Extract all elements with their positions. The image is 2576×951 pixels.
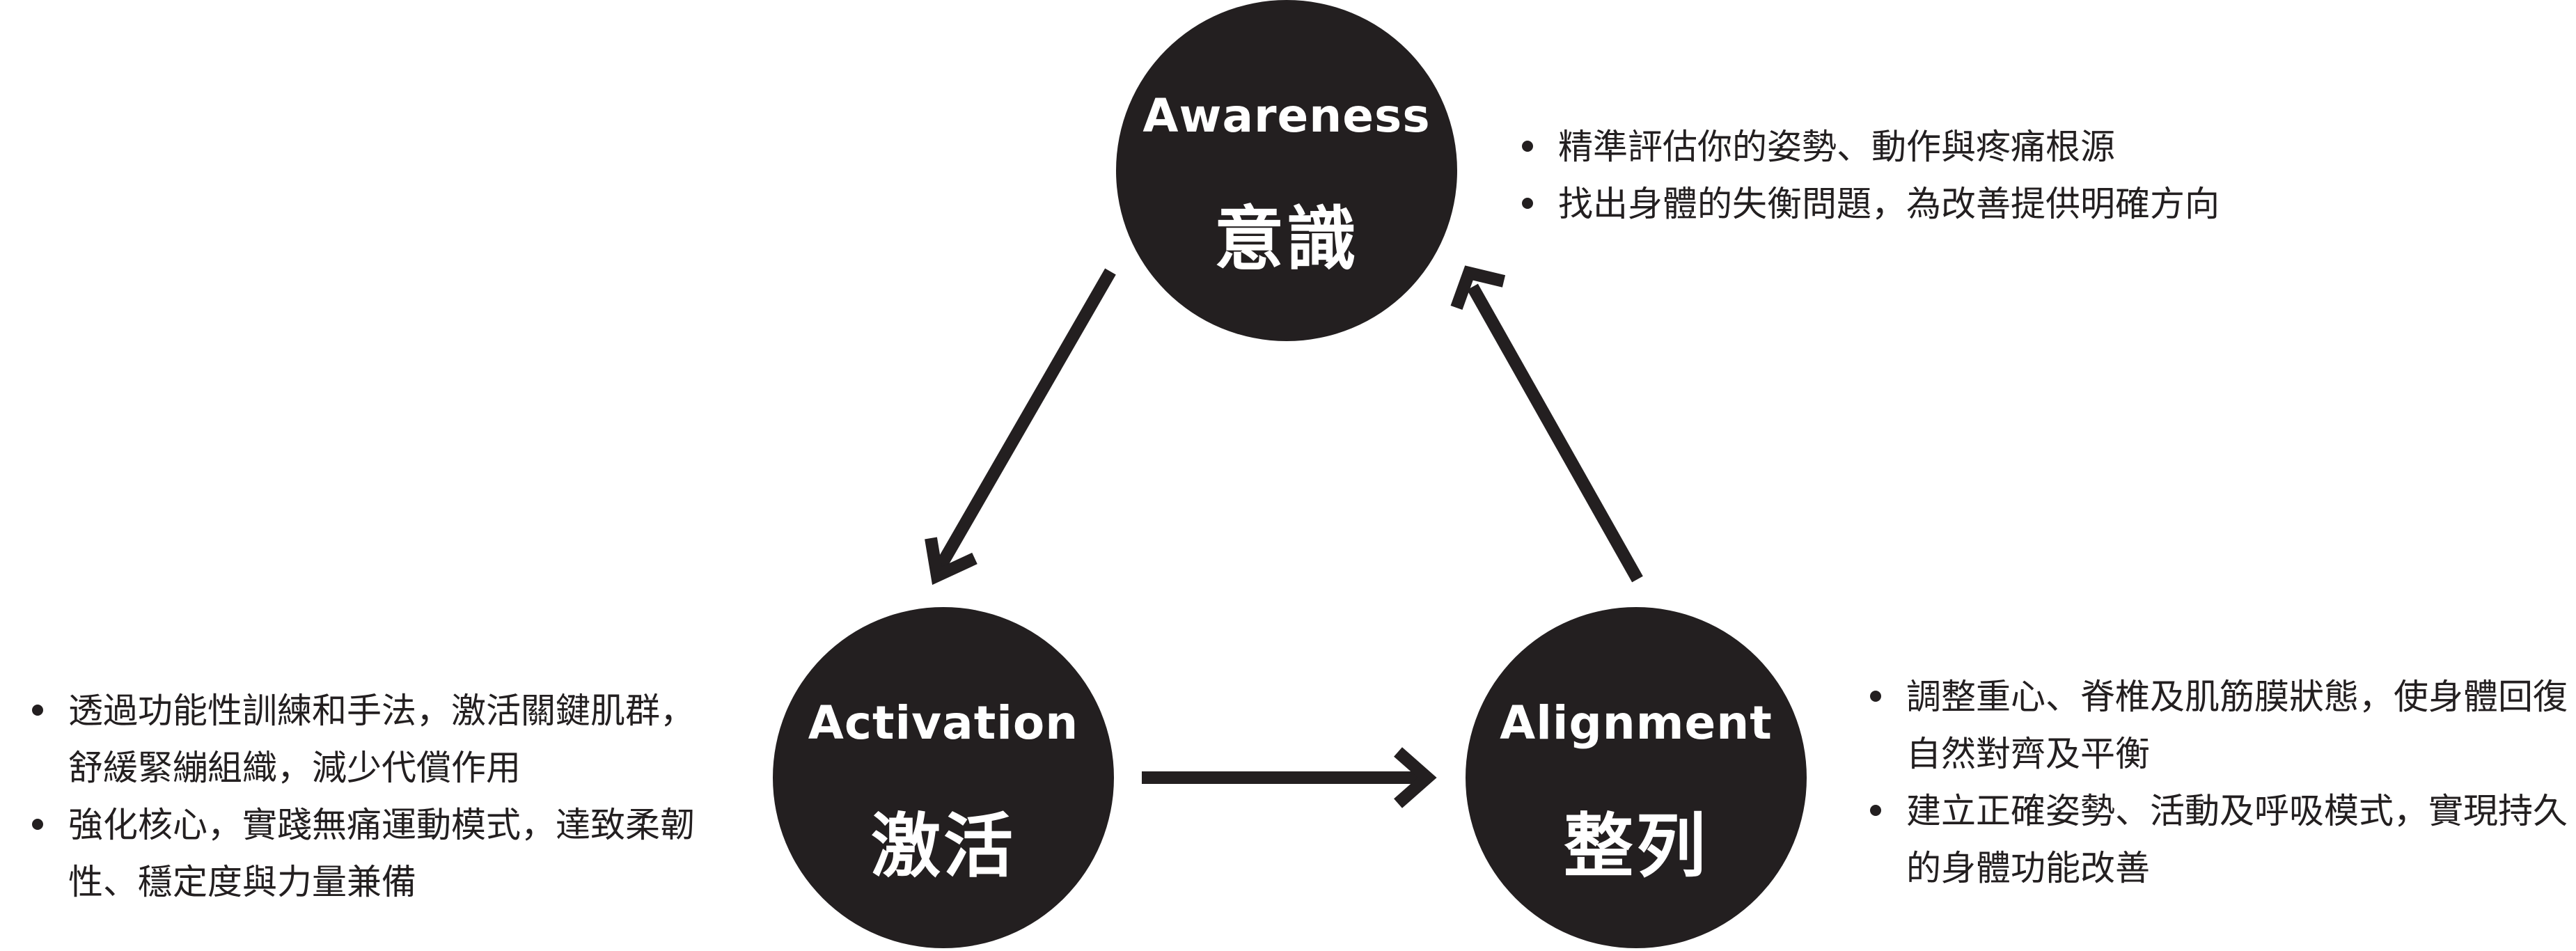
arrow-awareness-to-activation — [925, 268, 1116, 585]
activation-note-item: 透過功能性訓練和手法，激活關鍵肌群，舒緩緊繃組織，減少代償作用 — [28, 682, 717, 796]
awareness-title-en: Awareness — [1142, 89, 1431, 143]
activation-node: Activation 激活 — [773, 607, 1114, 948]
awareness-title-zh: 意識 — [1214, 198, 1359, 280]
arrow-alignment-to-awareness — [1450, 265, 1643, 583]
awareness-notes: 精準評估你的姿勢、動作與疼痛根源 找出身體的失衡問題，為改善提供明確方向 — [1518, 118, 2284, 233]
alignment-title-en: Alignment — [1500, 696, 1773, 750]
activation-title-zh: 激活 — [871, 805, 1016, 887]
alignment-node: Alignment 整列 — [1466, 607, 1807, 948]
alignment-note-item: 調整重心、脊椎及肌筋膜狀態，使身體回復自然對齊及平衡 — [1866, 668, 2569, 783]
awareness-node: Awareness 意識 — [1116, 0, 1457, 341]
activation-note-item: 強化核心，實踐無痛運動模式，達致柔韌性、穩定度與力量兼備 — [28, 796, 717, 911]
activation-title-en: Activation — [808, 696, 1079, 750]
activation-notes: 透過功能性訓練和手法，激活關鍵肌群，舒緩緊繃組織，減少代償作用 強化核心，實踐無… — [28, 682, 717, 911]
alignment-notes: 調整重心、脊椎及肌筋膜狀態，使身體回復自然對齊及平衡 建立正確姿勢、活動及呼吸模… — [1866, 668, 2569, 897]
alignment-note-item: 建立正確姿勢、活動及呼吸模式，實現持久 的身體功能改善 — [1866, 783, 2569, 897]
alignment-title-zh: 整列 — [1564, 805, 1709, 887]
awareness-note-item: 找出身體的失衡問題，為改善提供明確方向 — [1518, 175, 2284, 233]
awareness-note-item: 精準評估你的姿勢、動作與疼痛根源 — [1518, 118, 2284, 175]
arrow-activation-to-alignment — [1142, 747, 1437, 808]
